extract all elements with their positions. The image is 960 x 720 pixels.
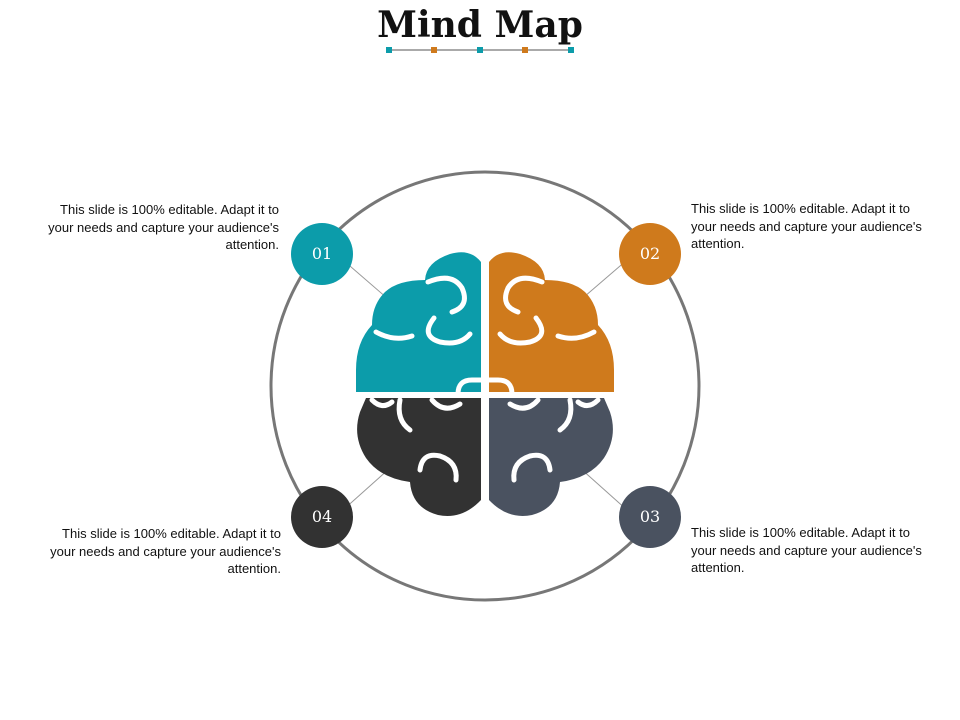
divider-dot (431, 47, 437, 53)
brain-bottom-right (489, 398, 613, 516)
brain-top-left (356, 252, 481, 392)
node-badge-02: 02 (619, 223, 681, 285)
divider-dot (522, 47, 528, 53)
node-text-03: This slide is 100% editable. Adapt it to… (691, 525, 922, 575)
divider-dot (477, 47, 483, 53)
node-label-01: 01 (311, 244, 333, 263)
node-text-01: This slide is 100% editable. Adapt it to… (48, 202, 279, 252)
divider-dot (568, 47, 574, 53)
node-badge-01: 01 (291, 223, 353, 285)
outer-ring (269, 170, 701, 602)
brain-bottom-left (357, 398, 481, 516)
brain-top-right (489, 252, 614, 392)
node-text-02: This slide is 100% editable. Adapt it to… (691, 201, 922, 251)
node-label-04: 04 (311, 507, 333, 526)
node-badge-03: 03 (619, 486, 681, 548)
node-badge-04: 04 (291, 486, 353, 548)
node-label-02: 02 (639, 244, 661, 263)
page-title: Mind Map (377, 4, 583, 46)
brain-icon (356, 252, 614, 516)
node-text-04: This slide is 100% editable. Adapt it to… (50, 526, 281, 576)
divider-dot (386, 47, 392, 53)
title-divider (386, 47, 574, 53)
node-label-03: 03 (639, 507, 661, 526)
connector-03 (579, 467, 628, 511)
connector-04 (342, 467, 391, 511)
